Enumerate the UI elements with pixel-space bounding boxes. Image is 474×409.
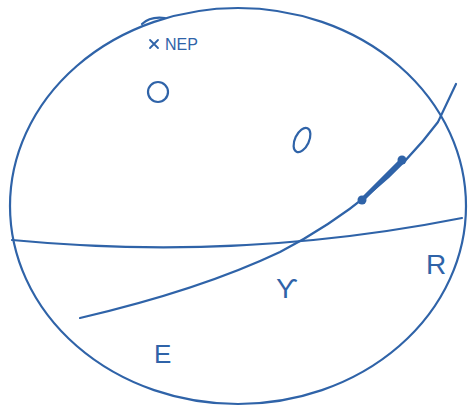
- sphere-outline: [10, 8, 466, 404]
- ecliptic-line: [80, 84, 456, 318]
- pole-circle: [148, 82, 168, 102]
- pole-label: NEP: [163, 36, 200, 54]
- outline-tick: [142, 18, 165, 24]
- arc-segment: [362, 160, 402, 200]
- pole-cross: [150, 40, 158, 48]
- segment-dot: [358, 196, 367, 205]
- segment-dot: [398, 156, 407, 165]
- equinox-symbol: ϒ: [274, 274, 300, 304]
- region-label: E: [152, 340, 173, 368]
- region-label: R: [424, 250, 448, 280]
- equator-line: [12, 218, 462, 247]
- small-ellipse: [290, 125, 314, 154]
